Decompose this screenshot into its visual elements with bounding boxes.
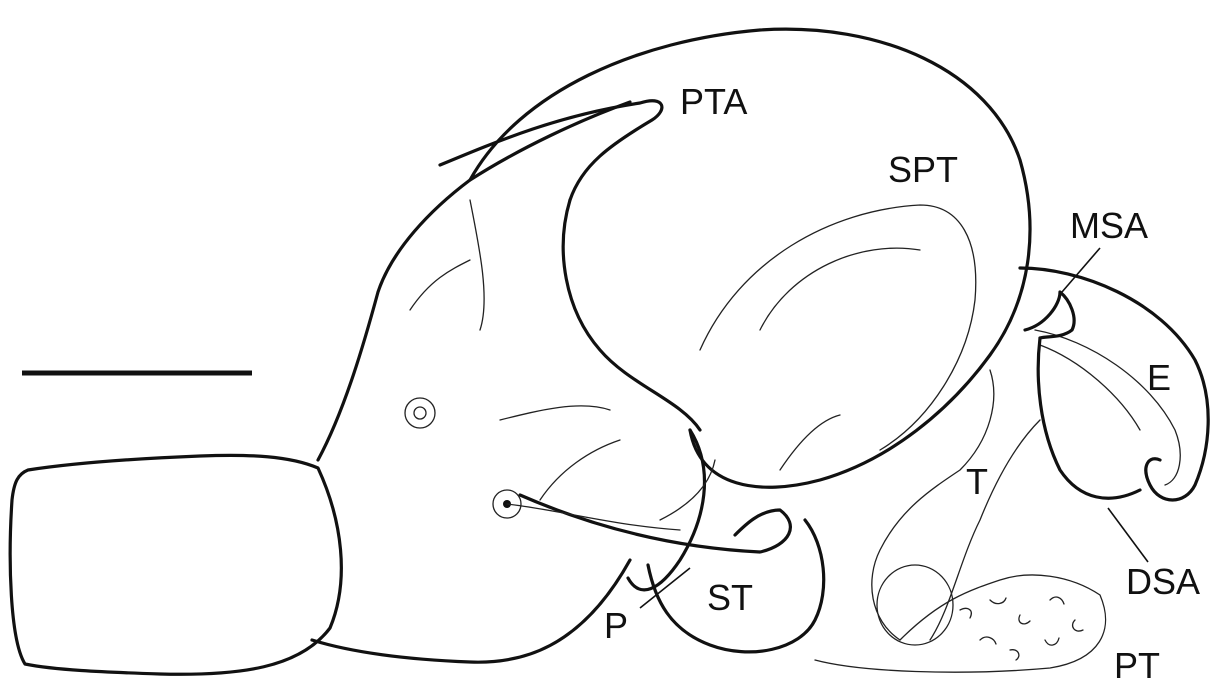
msa-leader <box>1062 248 1100 292</box>
label-pta: PTA <box>680 81 747 122</box>
label-dsa: DSA <box>1126 561 1200 602</box>
label-st: ST <box>707 577 753 618</box>
pta-process <box>440 101 662 200</box>
socket-upper-inner <box>414 407 426 419</box>
label-msa: MSA <box>1070 205 1148 246</box>
label-t: T <box>966 461 988 502</box>
spt-lobe <box>470 29 1030 487</box>
t-column-right <box>930 420 1040 640</box>
basal-segment <box>10 455 341 674</box>
t-tegulum-inner <box>760 248 920 330</box>
msa-apophysis <box>1025 292 1074 338</box>
duct-line <box>507 504 680 530</box>
socket-upper <box>405 398 435 428</box>
capsule-detail-lines <box>410 200 840 520</box>
t-column <box>872 370 994 640</box>
label-spt: SPT <box>888 149 958 190</box>
dsa-apophysis <box>1038 338 1140 498</box>
spt-lobe-inner-edge <box>563 200 700 430</box>
label-e: E <box>1147 357 1171 398</box>
t-tegulum <box>700 205 976 450</box>
palp-outline <box>628 430 704 590</box>
dsa-leader <box>1108 508 1148 562</box>
pt-texture <box>960 597 1083 660</box>
label-pt: PT <box>1114 645 1160 681</box>
palp-base <box>520 495 790 552</box>
t-coil <box>877 565 953 645</box>
pt-base <box>815 575 1106 672</box>
capsule-lower-edge <box>312 560 630 662</box>
e-embolus-inner-2 <box>1040 345 1140 430</box>
label-p: P <box>604 605 628 646</box>
